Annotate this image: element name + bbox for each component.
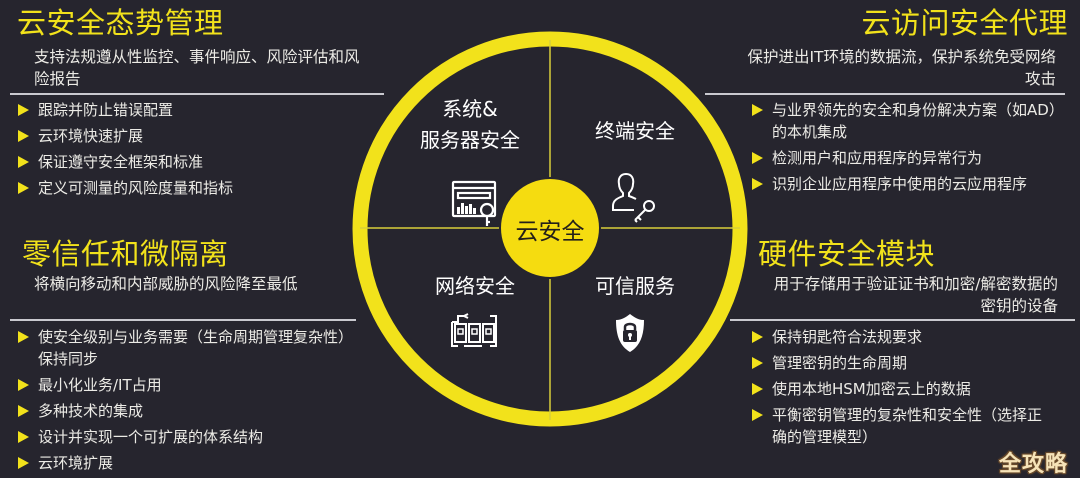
section-divider-casb (705, 93, 1065, 95)
section-subtitle-casb: 保护进出IT环境的数据流，保护系统免受网络 攻击 (696, 46, 1056, 90)
bullet-triangle-icon (18, 104, 29, 116)
bullet-list-cspm: 跟踪并防止错误配置 云环境快速扩展 保证遵守安全框架和标准 定义可测量的风险度量… (14, 99, 344, 203)
center-circle (499, 177, 601, 279)
quadrant-label-line2: 服务器安全 (420, 128, 520, 152)
list-item: 保持钥匙符合法规要求 (748, 326, 1048, 348)
section-subtitle-hsm: 用于存储用于验证证书和加密/解密数据的 密钥的设备 (718, 273, 1058, 317)
subtitle-line1: 用于存储用于验证证书和加密/解密数据的 (773, 275, 1058, 293)
bullet-triangle-icon (752, 409, 763, 421)
quadrant-label-network: 网络安全 (435, 274, 515, 298)
center-label: 云安全 (515, 219, 585, 245)
section-title-hsm: 硬件安全模块 (758, 237, 936, 271)
list-item: 多种技术的集成 (14, 400, 354, 422)
section-title-casb: 云访问安全代理 (861, 6, 1068, 40)
bullet-triangle-icon (752, 383, 763, 395)
bullet-triangle-icon (752, 178, 763, 190)
quadrant-label-trusted-services: 可信服务 (595, 274, 675, 298)
bullet-triangle-icon (752, 331, 763, 343)
server-monitor-key-icon (451, 180, 497, 226)
bullet-triangle-icon (18, 130, 29, 142)
list-item: 云环境扩展 (14, 452, 354, 474)
user-key-icon (612, 173, 655, 223)
watermark-logo: 全攻略 (998, 452, 1068, 477)
quadrant-label-system-server: 系统& 服务器安全 (395, 94, 545, 156)
bullet-triangle-icon (18, 331, 29, 343)
list-item: 检测用户和应用程序的异常行为 (748, 147, 1058, 169)
list-item: 与业界领先的安全和身份解决方案（如AD）的本机集成 (748, 99, 1058, 143)
bullet-triangle-icon (752, 152, 763, 164)
quadrant-label-line1: 系统& (442, 97, 498, 121)
bullet-triangle-icon (18, 379, 29, 391)
bullet-list-zero-trust: 使安全级别与业务需要（生命周期管理复杂性）保持同步 最小化业务/IT占用 多种技… (14, 326, 354, 478)
bullet-triangle-icon (18, 431, 29, 443)
section-divider-hsm (730, 319, 1075, 321)
list-item: 定义可测量的风险度量和指标 (14, 177, 344, 199)
list-item: 管理密钥的生命周期 (748, 352, 1048, 374)
bullet-triangle-icon (752, 357, 763, 369)
list-item: 使用本地HSM加密云上的数据 (748, 378, 1048, 400)
subtitle-line2: 密钥的设备 (980, 297, 1058, 315)
quadrant-label-endpoint: 终端安全 (595, 119, 675, 143)
list-item: 跟踪并防止错误配置 (14, 99, 344, 121)
list-item: 最小化业务/IT占用 (14, 374, 354, 396)
section-title-zero-trust: 零信任和微隔离 (22, 237, 229, 271)
section-subtitle-zero-trust: 将横向移动和内部威胁的风险降至最低 (34, 275, 298, 293)
bullet-triangle-icon (18, 457, 29, 469)
list-item: 平衡密钥管理的复杂性和安全性（选择正确的管理模型） (748, 404, 1048, 448)
list-item: 识别企业应用程序中使用的云应用程序 (748, 173, 1058, 195)
bullet-triangle-icon (18, 405, 29, 417)
shield-lock-icon (616, 314, 644, 352)
section-title-cspm: 云安全态势管理 (17, 6, 224, 40)
bullet-list-casb: 与业界领先的安全和身份解决方案（如AD）的本机集成 检测用户和应用程序的异常行为… (748, 99, 1058, 199)
list-item: 设计并实现一个可扩展的体系结构 (14, 426, 354, 448)
bullet-triangle-icon (18, 156, 29, 168)
bullet-triangle-icon (18, 182, 29, 194)
list-item: 云环境快速扩展 (14, 125, 344, 147)
bullet-list-hsm: 保持钥匙符合法规要求 管理密钥的生命周期 使用本地HSM加密云上的数据 平衡密钥… (748, 326, 1048, 452)
subtitle-line1: 保护进出IT环境的数据流，保护系统免受网络 (747, 48, 1056, 66)
bullet-triangle-icon (752, 104, 763, 116)
section-divider-zero-trust (10, 319, 356, 321)
list-item: 保证遵守安全框架和标准 (14, 151, 344, 173)
list-item: 使安全级别与业务需要（生命周期管理复杂性）保持同步 (14, 326, 354, 370)
network-devices-icon (451, 313, 497, 347)
section-divider-cspm (10, 93, 384, 95)
section-subtitle-cspm: 支持法规遵从性监控、事件响应、风险评估和风险报告 (34, 48, 360, 88)
subtitle-line2: 攻击 (1024, 70, 1056, 88)
